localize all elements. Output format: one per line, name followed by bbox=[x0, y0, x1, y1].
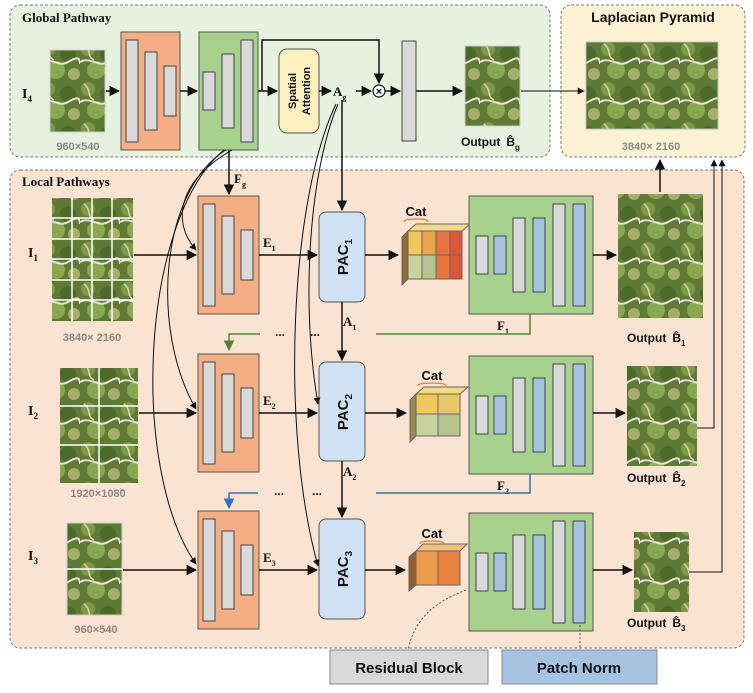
f-label-2: F2 bbox=[497, 478, 509, 496]
local-encoder-2 bbox=[197, 353, 260, 473]
f-label-1: F1 bbox=[497, 318, 509, 336]
ag-label: Ag bbox=[333, 84, 346, 102]
a-label-2: A2 bbox=[343, 464, 356, 482]
spatial-attention-block: Spatial Attention bbox=[278, 48, 320, 134]
decoder-3 bbox=[468, 512, 594, 632]
pac-block-1: PAC1 bbox=[318, 211, 366, 303]
legend-residual-block: Residual Block bbox=[329, 649, 489, 685]
local-encoder-1 bbox=[197, 195, 260, 315]
output-image-2 bbox=[627, 366, 697, 466]
multiply-node: × bbox=[372, 84, 386, 98]
cat-cube-1: Cat bbox=[401, 204, 472, 287]
legend-patch-norm: Patch Norm bbox=[501, 649, 658, 685]
pac-block-2: PAC2 bbox=[318, 361, 366, 462]
svg-text:×: × bbox=[376, 86, 382, 98]
resolution-2: 1920×1080 bbox=[70, 488, 125, 500]
laplacian-resolution: 3840× 2160 bbox=[622, 141, 680, 153]
resolution-3: 960×540 bbox=[74, 624, 117, 636]
output-image-3 bbox=[634, 532, 689, 612]
svg-text:Cat: Cat bbox=[422, 368, 444, 383]
pac-block-3: PAC3 bbox=[318, 518, 366, 620]
global-pathway-title: Global Pathway bbox=[22, 10, 112, 25]
laplacian-pyramid-title: Laplacian Pyramid bbox=[591, 9, 715, 25]
feedback-f1: ... ... bbox=[223, 314, 531, 352]
global-input-image bbox=[49, 49, 106, 133]
e-label-1: E1 bbox=[263, 235, 276, 253]
svg-text:Patch Norm: Patch Norm bbox=[537, 660, 621, 677]
svg-text:PAC3: PAC3 bbox=[335, 551, 355, 588]
global-residual-block bbox=[401, 40, 417, 142]
fg-label: Fg bbox=[234, 171, 246, 189]
decoder-2 bbox=[468, 355, 594, 475]
global-resolution: 960×540 bbox=[56, 141, 99, 153]
global-encoder bbox=[120, 31, 181, 151]
global-feature-block bbox=[198, 31, 259, 151]
svg-text:...: ... bbox=[312, 484, 322, 498]
svg-text:...: ... bbox=[274, 484, 284, 498]
svg-text:...: ... bbox=[310, 325, 320, 339]
global-input-label: I4 bbox=[22, 87, 32, 104]
global-output-image bbox=[464, 45, 521, 127]
local-encoder-3 bbox=[197, 510, 260, 630]
decoder-1 bbox=[468, 195, 594, 315]
cat-cube-3: Cat bbox=[408, 526, 469, 593]
resolution-1: 3840× 2160 bbox=[63, 332, 121, 344]
output-image-1 bbox=[618, 194, 703, 318]
svg-text:...: ... bbox=[275, 325, 285, 339]
svg-text:Residual Block: Residual Block bbox=[355, 660, 463, 677]
svg-text:Cat: Cat bbox=[406, 204, 428, 219]
local-pathways-title: Local Pathways bbox=[22, 174, 110, 189]
input-image-2 bbox=[60, 368, 138, 483]
svg-text:PAC2: PAC2 bbox=[335, 394, 355, 431]
laplacian-image bbox=[585, 41, 719, 130]
input-label-2: I2 bbox=[28, 404, 38, 421]
svg-text:Spatial: Spatial bbox=[287, 73, 299, 109]
e-label-3: E3 bbox=[263, 550, 276, 568]
svg-text:Attention: Attention bbox=[301, 67, 313, 116]
input-label-1: I1 bbox=[28, 246, 38, 263]
input-image-1 bbox=[52, 198, 133, 321]
cat-cube-2: Cat bbox=[409, 368, 470, 444]
e-label-2: E2 bbox=[263, 393, 276, 411]
svg-text:Cat: Cat bbox=[422, 526, 444, 541]
svg-text:PAC1: PAC1 bbox=[335, 239, 355, 276]
feedback-f2: ... ... bbox=[223, 474, 531, 510]
a-label-1: A1 bbox=[343, 314, 356, 332]
input-label-3: I3 bbox=[28, 549, 38, 566]
input-image-3 bbox=[66, 522, 123, 616]
